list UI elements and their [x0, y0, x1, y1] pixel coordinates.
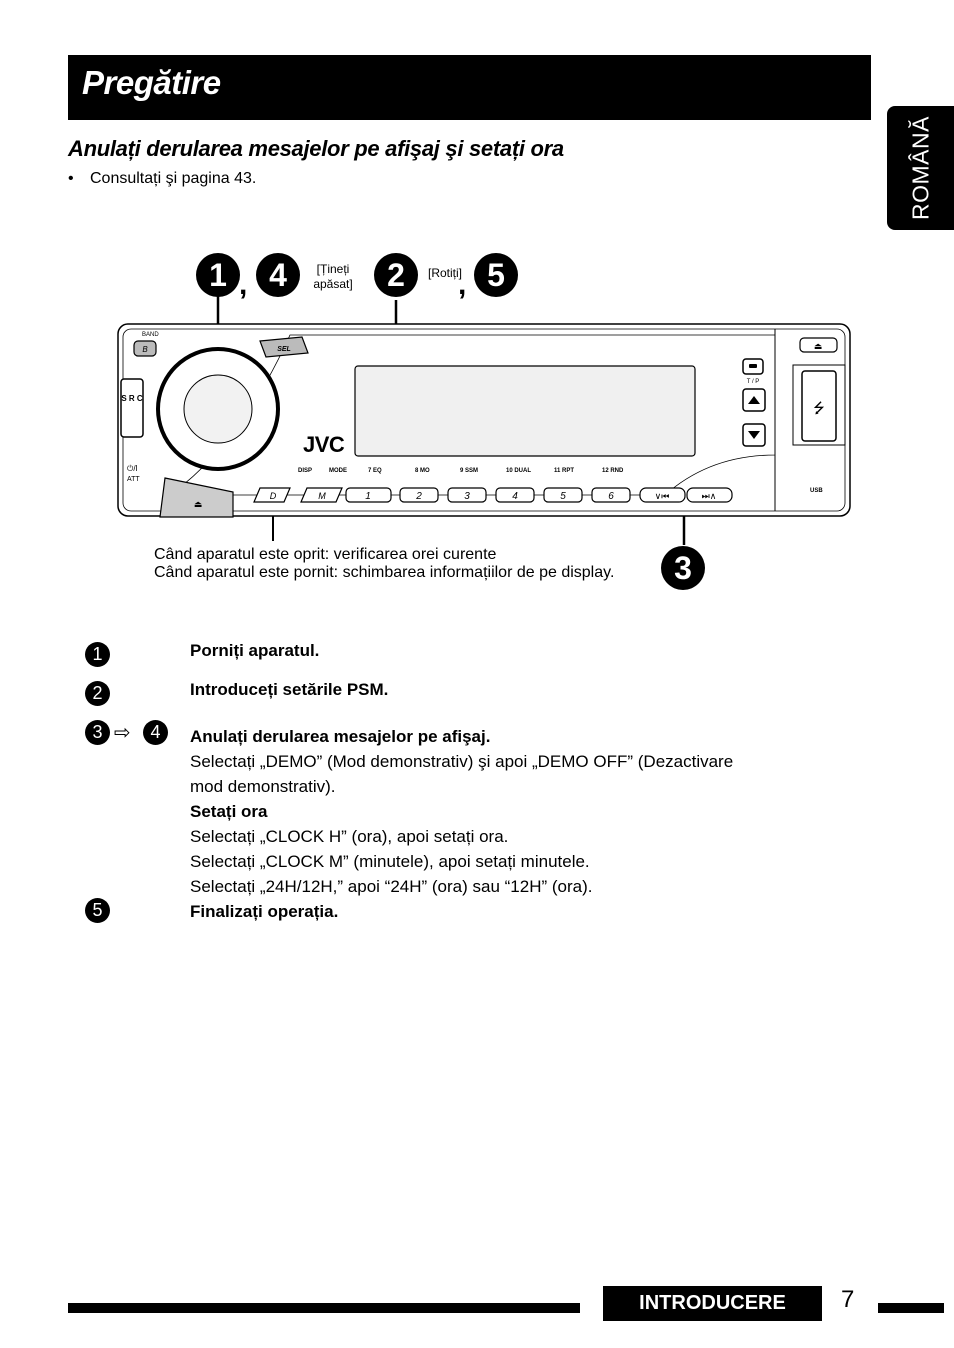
footer-rule-right — [878, 1303, 944, 1313]
step-number-5: 5 — [85, 898, 110, 923]
triangle-up-icon — [748, 396, 760, 404]
src-label: S R C — [121, 394, 143, 403]
mode-button — [300, 487, 343, 503]
triangle-down-icon — [748, 431, 760, 439]
jvc-logo: JVC — [303, 432, 345, 457]
step-3-4-subheading: Setați ora — [190, 802, 268, 821]
m-label: M — [318, 491, 326, 501]
tp-label: T / P — [747, 379, 760, 385]
mo-label: 8 MO — [415, 468, 430, 474]
eject-icon: ⏏ — [814, 342, 823, 352]
preset-label-1: 1 — [365, 491, 371, 502]
sel-button — [259, 336, 309, 358]
language-tab: ROMÂNĂ — [887, 106, 954, 230]
preset-label-5: 5 — [560, 491, 566, 502]
callout-number-3: 3 — [661, 546, 705, 590]
car-stereo-illustration: S R C BAND B SEL ⏻/I ATT ⏏ JVC DISP MODE… — [117, 295, 851, 545]
usb-port — [801, 370, 837, 442]
preset-label-2: 2 — [415, 491, 422, 502]
skip-forward-button — [686, 487, 733, 503]
device-note: Când aparatul este oprit: verificarea or… — [154, 546, 614, 582]
turn-note: [Rotiți] — [427, 266, 462, 280]
rnd-label: 12 RND — [602, 468, 624, 474]
preset-button-4 — [495, 487, 535, 503]
footer-section-label: INTRODUCERE — [603, 1286, 822, 1321]
rpt-label: 11 RPT — [554, 468, 574, 474]
preset-button-2 — [399, 487, 439, 503]
panel-eject-button — [799, 337, 838, 353]
band-button — [133, 340, 157, 357]
step-3-4-line-2: mod demonstrativ). — [190, 777, 336, 796]
band-b-label: B — [142, 345, 148, 354]
preset-label-3: 3 — [464, 491, 470, 502]
section-title: Anulați derularea mesajelor pe afişaj şi… — [68, 136, 564, 161]
bullet-text: Consultați şi pagina 43. — [90, 170, 257, 187]
bullet-item: • Consultați şi pagina 43. — [68, 170, 256, 188]
callout-number-1: 1 — [196, 253, 240, 297]
step-number-2: 2 — [85, 681, 110, 706]
eject-icon: ⏏ — [194, 500, 203, 510]
skip-forward-chevron-up-icon: ⏭∧ — [702, 492, 717, 502]
eject-button — [159, 477, 234, 518]
src-button — [120, 378, 144, 438]
step-1-text: Porniți aparatul. — [190, 641, 320, 660]
step-2-text: Introduceți setările PSM. — [190, 680, 389, 699]
mode-label: MODE — [329, 468, 347, 474]
hold-note: [Țineți apăsat] — [313, 262, 353, 291]
device-note-line-2: Când aparatul este pornit: schimbarea in… — [154, 564, 615, 581]
step-3-4-line-1: Selectați „DEMO” (Mod demonstrativ) şi a… — [190, 752, 734, 771]
step-number-1: 1 — [85, 642, 110, 667]
page-title: Pregătire — [82, 64, 221, 101]
chevron-down-skip-back-icon: ∨⏮ — [655, 492, 670, 502]
header-bar: Pregătire — [68, 55, 871, 120]
display-window — [354, 365, 696, 457]
preset-button-3 — [447, 487, 487, 503]
disp-label: DISP — [298, 468, 312, 474]
page-number: 7 — [841, 1286, 855, 1313]
d-label: D — [270, 491, 277, 501]
step-number-3: 3 — [85, 720, 110, 745]
callout-comma: , — [458, 268, 467, 301]
ssm-label: 9 SSM — [460, 468, 478, 474]
step-3-4-line-4: Selectați „CLOCK M” (minutele), apoi set… — [190, 852, 590, 871]
callout-comma: , — [239, 268, 248, 301]
language-label: ROMÂNĂ — [907, 116, 933, 220]
footer-rule-left — [68, 1303, 580, 1313]
preset-label-4: 4 — [512, 491, 518, 502]
usb-icon: ⭍ — [813, 401, 825, 417]
preset-button-5 — [543, 487, 583, 503]
disp-button — [253, 487, 291, 503]
att-label: ATT — [127, 476, 140, 483]
arrow-right-icon: ⇨ — [114, 722, 131, 744]
usb-label: USB — [810, 488, 823, 494]
preset-button-1 — [345, 487, 392, 503]
preset-button-6 — [591, 487, 631, 503]
step-3-4-line-3: Selectați „CLOCK H” (ora), apoi setați o… — [190, 827, 509, 846]
callout-number-2: 2 — [374, 253, 418, 297]
preset-label-6: 6 — [608, 491, 614, 502]
sel-label: SEL — [277, 346, 291, 353]
power-label: ⏻/I — [127, 464, 138, 473]
step-number-4: 4 — [143, 720, 168, 745]
device-note-line-1: Când aparatul este oprit: verificarea or… — [154, 546, 497, 563]
step-5-text: Finalizați operația. — [190, 902, 339, 921]
callout-number-5: 5 — [474, 253, 518, 297]
skip-back-button — [639, 487, 686, 503]
eq-label: 7 EQ — [368, 468, 382, 474]
band-label: BAND — [142, 332, 159, 338]
bullet-mark: • — [68, 170, 74, 187]
dual-label: 10 DUAL — [506, 468, 531, 474]
step-3-4-content: Anulați derularea mesajelor pe afişaj. S… — [190, 724, 733, 899]
step-3-4-line-5: Selectați „24H/12H,” apoi “24H” (ora) sa… — [190, 877, 593, 896]
callout-number-4: 4 — [256, 253, 300, 297]
step-3-4-heading: Anulați derularea mesajelor pe afişaj. — [190, 727, 491, 746]
